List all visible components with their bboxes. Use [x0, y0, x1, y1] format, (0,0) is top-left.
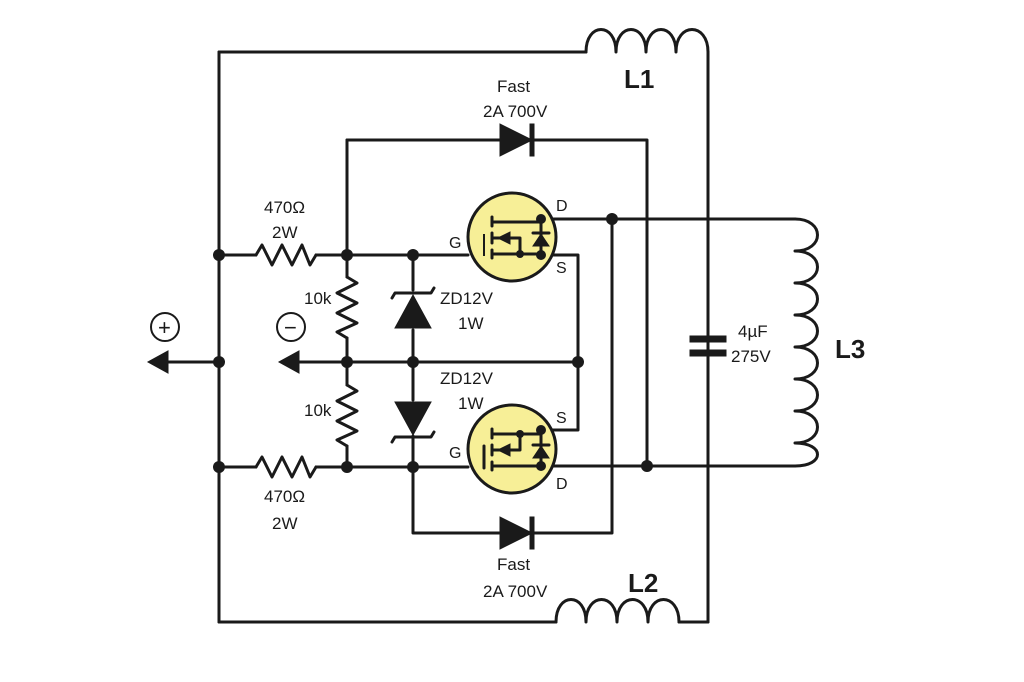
top-gate-pin: G: [449, 235, 461, 252]
top-source-pin: S: [556, 260, 567, 277]
mosfet-bottom: [466, 403, 558, 495]
mosfet-top: [466, 191, 558, 283]
bottom-470-value: 470Ω: [264, 487, 305, 506]
bottom-diode-wire-left: [411, 465, 502, 535]
top-diode-rating: 2A 700V: [483, 102, 548, 121]
top-10k-label: 10k: [304, 289, 332, 308]
resistor-470-top: [254, 243, 318, 267]
capacitor-voltage: 275V: [731, 347, 771, 366]
fast-diode-bottom: [499, 516, 535, 550]
source-rail: [539, 253, 580, 432]
fast-diode-top: [499, 123, 535, 157]
bottom-source-pin: S: [556, 410, 567, 427]
bottom-gate-pin: G: [449, 445, 461, 462]
bottom-drain-pin: D: [556, 476, 568, 493]
junction-dots: [213, 213, 653, 473]
zener-top: [390, 286, 436, 329]
top-drain-pin: D: [556, 198, 568, 215]
zener-bottom: [390, 401, 436, 444]
inductor-l3: [793, 217, 819, 468]
bottom-diode-name: Fast: [497, 555, 530, 574]
capacitor-symbol: [689, 335, 727, 357]
bottom-zener-type: ZD12V: [440, 369, 494, 388]
top-470-value: 470Ω: [264, 198, 305, 217]
bottom-470-power: 2W: [272, 514, 298, 533]
top-diode-wire-right: [530, 138, 649, 468]
top-zener-type: ZD12V: [440, 289, 494, 308]
negative-sign: −: [284, 315, 297, 340]
bottom-zener-power: 1W: [458, 394, 484, 413]
top-zener-power: 1W: [458, 314, 484, 333]
l3-label: L3: [835, 334, 865, 364]
positive-terminal: [146, 312, 180, 374]
bottom-10k-label: 10k: [304, 401, 332, 420]
bottom-diode-wire-right: [530, 217, 614, 535]
resistor-10k-bottom: [335, 383, 359, 448]
negative-terminal: [276, 312, 306, 374]
l1-label: L1: [624, 64, 654, 94]
inductor-l1: [584, 28, 710, 54]
bottom-diode-rating: 2A 700V: [483, 582, 548, 601]
inductor-l2: [554, 598, 681, 624]
resistor-470-bottom: [254, 455, 318, 479]
top-470-power: 2W: [272, 223, 298, 242]
capacitor-value: 4µF: [738, 322, 768, 341]
positive-sign: +: [158, 315, 171, 340]
resistor-10k-top: [335, 275, 359, 340]
top-diode-name: Fast: [497, 77, 530, 96]
l2-label: L2: [628, 568, 658, 598]
